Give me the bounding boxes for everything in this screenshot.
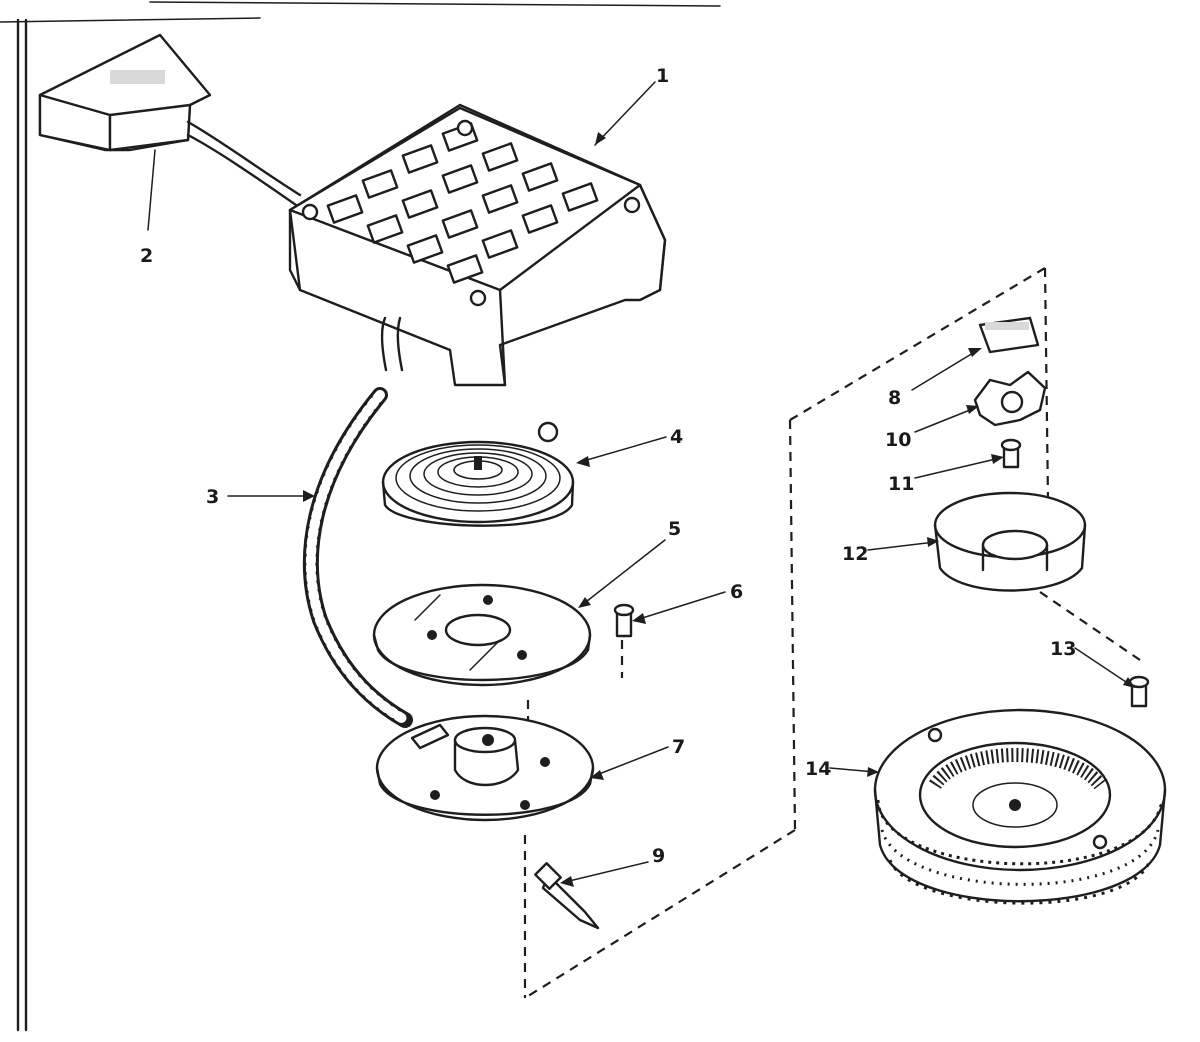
part-labels: 1 2 3 4 5 6 7 8 9 10 11 12 13 14 (140, 65, 1076, 867)
part-label-5: 5 (668, 518, 681, 540)
part-label-11: 11 (888, 473, 914, 495)
part-10-ratchet (973, 370, 1047, 427)
part-6-screw (613, 603, 635, 638)
part-13-screw (1128, 675, 1150, 708)
part-label-7: 7 (672, 736, 685, 758)
part-11-screw (1000, 438, 1022, 469)
part-label-8: 8 (888, 387, 901, 409)
part-label-3: 3 (206, 486, 219, 508)
part-4-recoil-spring (381, 421, 575, 527)
part-5-pulley-plate (372, 583, 592, 687)
part-14-screen-cup (873, 708, 1167, 905)
part-7-pulley (375, 714, 595, 822)
part-2-starter-handle (38, 33, 302, 207)
part-label-9: 9 (652, 845, 665, 867)
part-label-2: 2 (140, 245, 153, 267)
part-1-starter-housing (288, 103, 667, 387)
part-label-6: 6 (730, 581, 743, 603)
part-9-screw (534, 862, 600, 930)
part-label-13: 13 (1050, 638, 1076, 660)
part-12-cup (933, 491, 1087, 592)
housing-grille-slots (326, 122, 599, 284)
part-label-1: 1 (656, 65, 669, 87)
part-label-4: 4 (670, 426, 683, 448)
part-label-12: 12 (842, 543, 868, 565)
part-3-starter-rope (302, 387, 413, 728)
leader-lines (147, 81, 1135, 887)
part-label-14: 14 (805, 758, 831, 780)
assembly-dashed-lines (523, 267, 1141, 999)
page-border (0, 1, 721, 1032)
part-8-key (978, 316, 1040, 354)
part-label-10: 10 (885, 429, 911, 451)
